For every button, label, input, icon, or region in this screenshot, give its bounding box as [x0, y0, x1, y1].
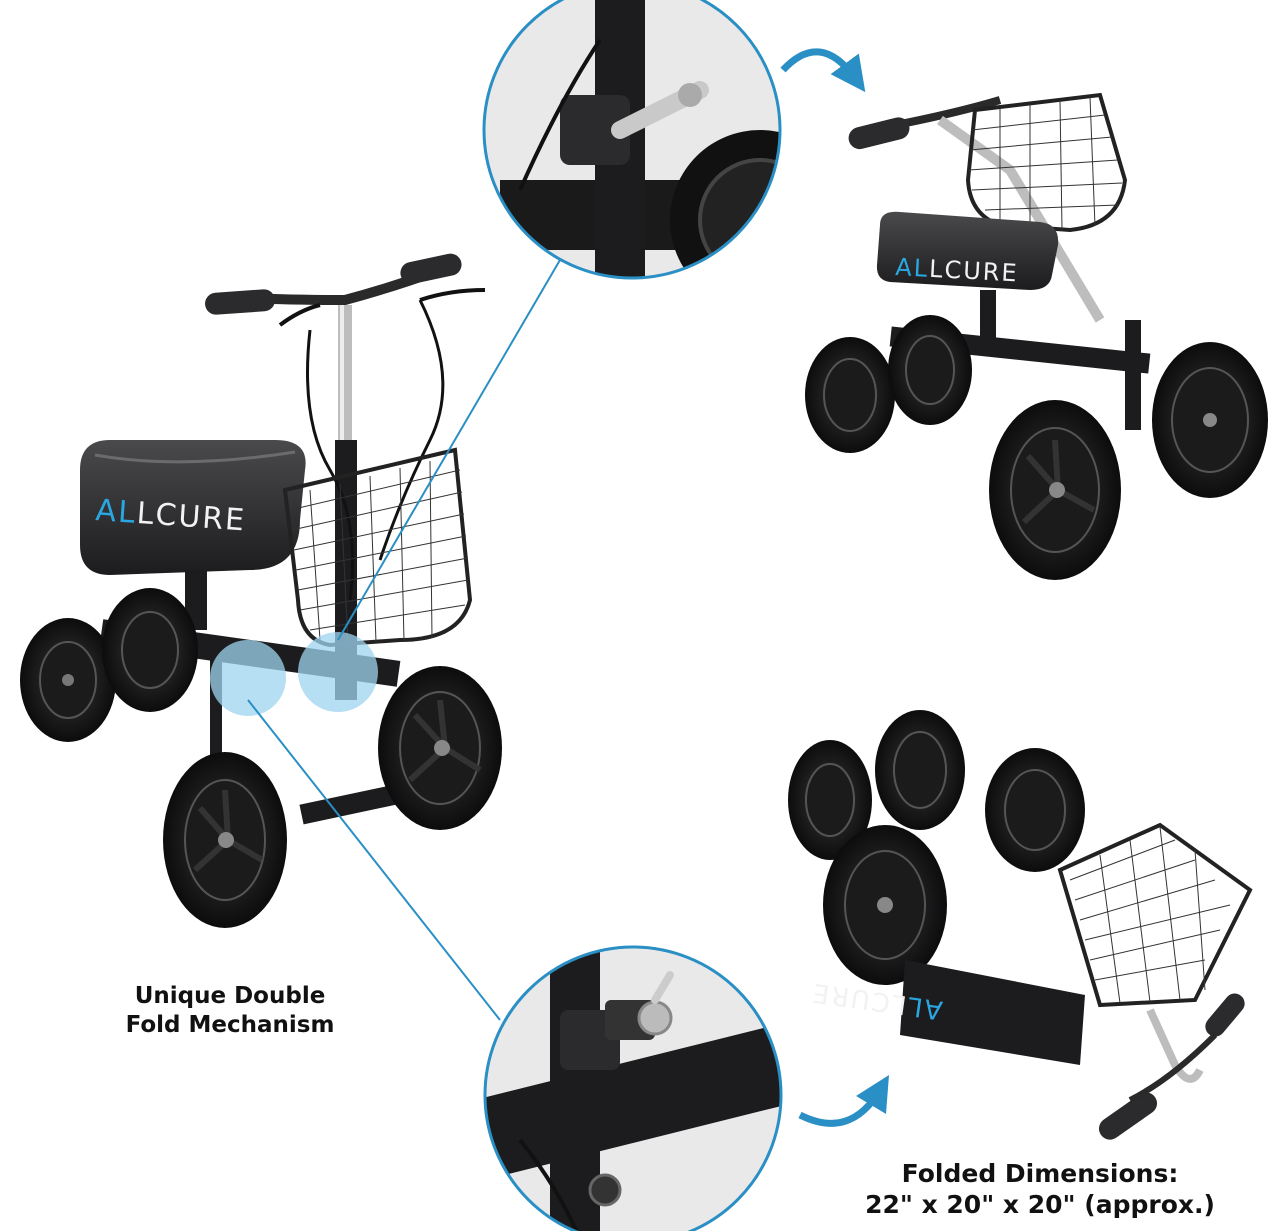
brand-prefix: AL	[895, 253, 930, 283]
svg-text:ALLCURE: ALLCURE	[895, 253, 1020, 287]
curved-arrow-icon	[798, 1074, 890, 1127]
dim-caption-line2: 22" x 20" x 20" (approx.)	[865, 1190, 1215, 1220]
zoom-detail-bottom	[483, 945, 783, 1231]
main-knee-scooter: ALLCURE	[20, 253, 502, 928]
fold-mechanism-caption: Unique Double Fold Mechanism	[100, 982, 360, 1040]
fold-caption-line2: Fold Mechanism	[125, 1011, 335, 1038]
upright-knee-scooter: ALLCURE	[805, 92, 1268, 580]
wheel	[20, 618, 116, 742]
brand-suffix: LCURE	[136, 496, 248, 539]
zoom-detail-top	[482, 0, 782, 280]
wheel	[163, 752, 287, 928]
curved-arrow-icon	[780, 48, 866, 93]
folded-dimensions-caption: Folded Dimensions: 22" x 20" x 20" (appr…	[820, 1158, 1260, 1221]
svg-text:ALLCURE: ALLCURE	[94, 493, 247, 538]
callout-lines	[247, 259, 561, 1021]
brand-suffix: LCURE	[928, 255, 1019, 288]
folded-knee-scooter: ALLCURE	[788, 710, 1253, 1140]
dim-caption-line1: Folded Dimensions:	[901, 1159, 1179, 1188]
wheel	[378, 666, 502, 830]
brand-prefix: AL	[904, 990, 944, 1025]
wheel	[102, 588, 198, 712]
brand-prefix: AL	[94, 493, 138, 531]
fold-caption-line1: Unique Double	[134, 983, 326, 1009]
